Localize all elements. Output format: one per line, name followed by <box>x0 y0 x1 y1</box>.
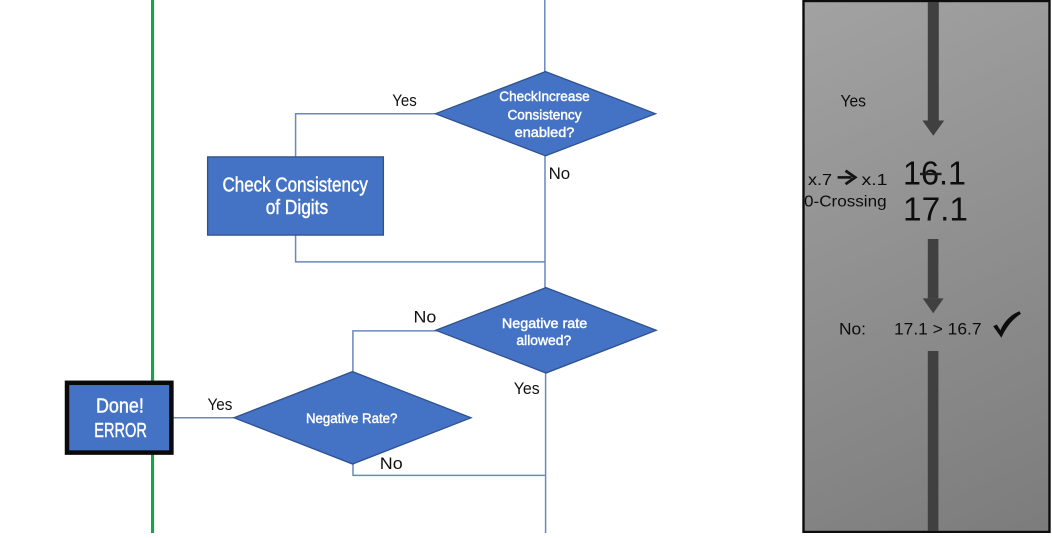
svg-text:17.1 > 16.7: 17.1 > 16.7 <box>894 320 982 339</box>
svg-text:allowed?: allowed? <box>516 332 571 348</box>
svg-text:No: No <box>380 454 403 473</box>
svg-text:17.1: 17.1 <box>903 192 968 229</box>
svg-text:enabled?: enabled? <box>515 124 575 140</box>
svg-text:Yes: Yes <box>208 395 233 414</box>
svg-text:No: No <box>549 164 571 183</box>
svg-text:No:: No: <box>839 320 866 339</box>
svg-text:x.7: x.7 <box>808 172 832 189</box>
svg-text:of Digits: of Digits <box>266 197 328 219</box>
svg-text:0-Crossing: 0-Crossing <box>804 193 887 210</box>
svg-text:Negative rate: Negative rate <box>502 315 588 331</box>
svg-text:CheckIncrease: CheckIncrease <box>499 88 590 104</box>
svg-text:Check Consistency: Check Consistency <box>223 175 368 197</box>
svg-text:Yes: Yes <box>514 379 540 398</box>
svg-text:Done!: Done! <box>96 396 144 418</box>
svg-text:Negative Rate?: Negative Rate? <box>306 410 398 426</box>
svg-text:No: No <box>414 307 437 326</box>
svg-text:x.1: x.1 <box>862 172 888 189</box>
svg-text:Yes: Yes <box>392 91 417 110</box>
svg-text:Yes: Yes <box>841 92 867 111</box>
svg-text:ERROR: ERROR <box>94 420 147 442</box>
svg-text:Consistency: Consistency <box>508 106 582 122</box>
